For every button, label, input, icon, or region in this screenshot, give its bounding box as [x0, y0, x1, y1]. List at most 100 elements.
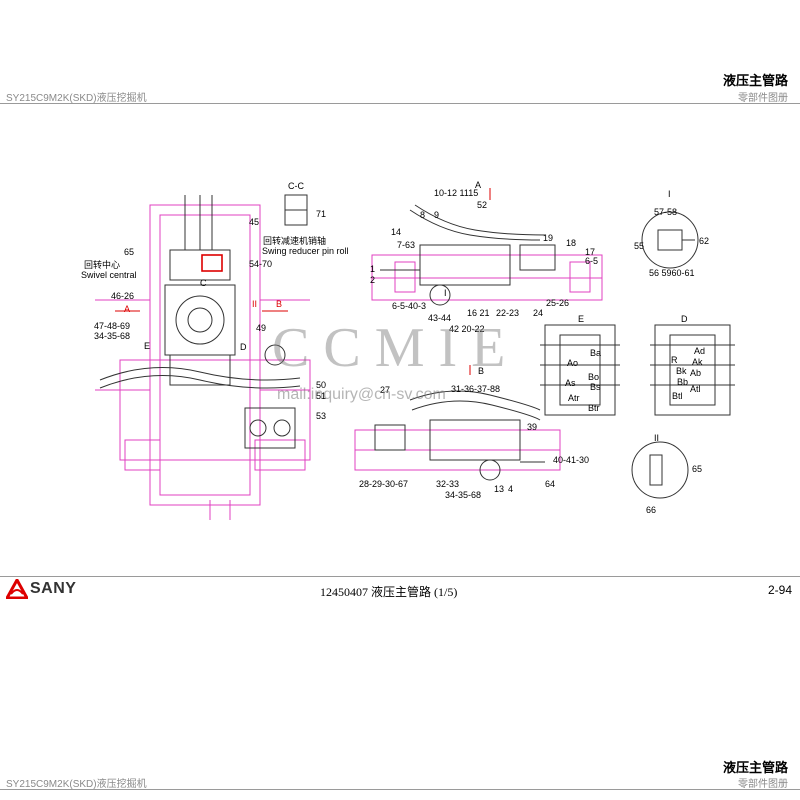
valve-e-ao: Ao — [567, 358, 579, 368]
view-d: D — [681, 314, 688, 324]
callout-34-35-68-bottom: 34-35-68 — [445, 490, 482, 500]
view-e-left: E — [144, 341, 151, 351]
callout-42-20-22: 42 20-22 — [449, 324, 485, 334]
section-cc-label: C-C — [288, 181, 304, 191]
valve-d-bk: Bk — [676, 366, 687, 376]
view-a-top: A — [475, 180, 482, 190]
swivel-en: Swivel central — [81, 270, 137, 280]
callout-9: 9 — [434, 210, 440, 220]
header-bottom-catalog: 零部件图册 — [738, 779, 788, 790]
valve-d-ak: Ak — [692, 357, 703, 367]
left-frame — [95, 204, 311, 520]
callout-19: 19 — [543, 233, 554, 243]
callout-46-26: 46-26 — [111, 291, 135, 301]
valve-d-btl: Btl — [672, 391, 683, 401]
callout-34-35-68-left: 34-35-68 — [94, 331, 131, 341]
callout-65: 65 — [124, 247, 135, 257]
view-b-bottom: B — [478, 366, 485, 376]
callout-50: 50 — [316, 380, 327, 390]
detail-i-56-61: 56 5960-61 — [649, 268, 695, 278]
watermark-main: CCMIE — [272, 317, 520, 379]
callout-47-48-69: 47-48-69 — [94, 321, 131, 331]
callout-31-36-37-88: 31-36-37-88 — [451, 384, 501, 394]
detail-i-57-58: 57-58 — [654, 207, 678, 217]
valve-d-ab: Ab — [690, 368, 702, 378]
callout-17: 17 — [585, 247, 596, 257]
callout-25-26: 25-26 — [546, 298, 570, 308]
valve-e-btr: Btr — [588, 403, 600, 413]
highlight-box — [201, 254, 223, 272]
callout-13: 13 — [494, 484, 505, 494]
section-cc-note-cn: 回转减速机销轴 — [263, 236, 327, 246]
valve-e — [540, 324, 620, 416]
callout-53: 53 — [316, 411, 327, 421]
header-bottom-model: SY215C9M2K(SKD)液压挖掘机 — [6, 779, 147, 790]
valve-e-atr: Atr — [568, 393, 580, 403]
detail-i-55: 55 — [634, 241, 645, 251]
callout-28-29-30-67: 28-29-30-67 — [359, 479, 409, 489]
callout-27: 27 — [380, 385, 391, 395]
callout-32-33: 32-33 — [436, 479, 460, 489]
callout-7-63: 7-63 — [397, 240, 416, 250]
header-bottom-rule — [0, 789, 800, 790]
header-top-title: 液压主管路 — [722, 73, 788, 88]
valve-d-bb: Bb — [677, 377, 689, 387]
bottom-equipment — [374, 390, 545, 481]
callout-4: 4 — [508, 484, 514, 494]
valve-e-as: As — [565, 378, 576, 388]
view-a: A — [124, 304, 131, 314]
section-arrows — [115, 188, 491, 375]
valve-d-atl: Atl — [690, 384, 701, 394]
detail-ii — [631, 441, 689, 499]
view-i-right: I — [668, 189, 671, 199]
callout-24: 24 — [533, 308, 544, 318]
view-i-center: I — [444, 288, 447, 298]
callout-52: 52 — [477, 200, 488, 210]
callout-49: 49 — [256, 323, 267, 333]
valve-d — [650, 324, 735, 416]
callout-22-23: 22-23 — [496, 308, 520, 318]
detail-ii-65: 65 — [692, 464, 703, 474]
callout-64: 64 — [545, 479, 556, 489]
header-top-model: SY215C9M2K(SKD)液压挖掘机 — [6, 93, 147, 104]
swivel-cn: 回转中心 — [84, 260, 121, 270]
callout-8: 8 — [420, 210, 426, 220]
brand-name: SANY — [30, 580, 77, 597]
callout-40-41-30: 40-41-30 — [553, 455, 590, 465]
callout-51: 51 — [316, 391, 327, 401]
callout-2: 2 — [370, 275, 376, 285]
header-top-catalog: 零部件图册 — [738, 93, 788, 104]
page-number: 2-94 — [767, 583, 792, 597]
view-ii-left: II — [252, 299, 258, 309]
callout-45: 45 — [249, 217, 260, 227]
view-b-left: B — [276, 299, 283, 309]
callout-1: 1 — [370, 264, 376, 274]
section-cc-part: 71 — [316, 209, 327, 219]
view-e: E — [578, 314, 585, 324]
header-bottom-title: 液压主管路 — [722, 760, 788, 775]
callout-6-5-40-3: 6-5-40-3 — [392, 301, 427, 311]
watermark-email: mail:inquiry@cn-sv.com — [277, 386, 446, 403]
detail-i-62: 62 — [699, 236, 710, 246]
callout-43-44: 43-44 — [428, 313, 452, 323]
callout-39: 39 — [527, 422, 538, 432]
callout-6-5-right: 6-5 — [585, 256, 599, 266]
valve-d-r: R — [671, 355, 678, 365]
section-cc-note-en: Swing reducer pin roll — [262, 246, 349, 256]
footer-caption: 12450407 液压主管路 (1/5) — [320, 585, 458, 599]
callout-16-21: 16 21 — [467, 308, 490, 318]
view-d-left: D — [240, 342, 247, 352]
callout-18: 18 — [566, 238, 577, 248]
callout-54-70: 54-70 — [249, 259, 273, 269]
view-c: C — [200, 278, 207, 288]
detail-ii-66: 66 — [646, 505, 657, 515]
callout-14: 14 — [391, 227, 402, 237]
valve-d-ad: Ad — [694, 346, 706, 356]
view-ii-right: II — [654, 433, 660, 443]
detail-i — [641, 211, 699, 269]
callout-10-12-1115: 10-12 1115 — [434, 188, 479, 198]
valve-e-bs: Bs — [590, 382, 601, 392]
valve-e-bo: Bo — [588, 372, 600, 382]
footer-rule — [0, 576, 800, 577]
